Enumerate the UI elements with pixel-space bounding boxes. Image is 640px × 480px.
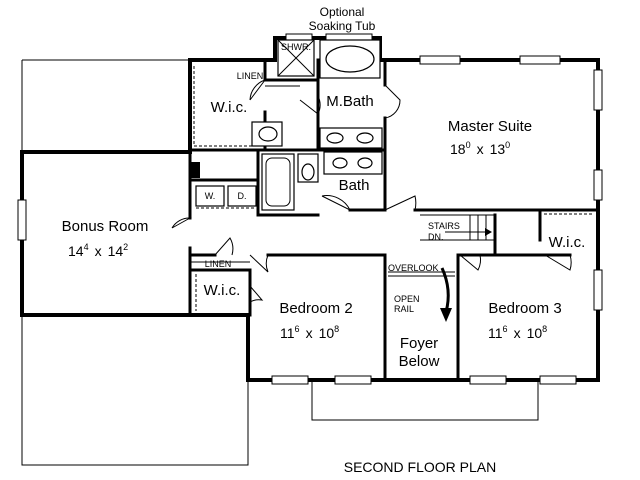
overlook-arrow-icon: [440, 267, 452, 322]
windows: [17, 33, 603, 385]
foyer-below-label: Below: [399, 353, 440, 370]
overlook-label: OVERLOOK: [388, 263, 439, 273]
open-rail-label: OPEN: [394, 294, 420, 304]
dryer-label: D.: [238, 191, 247, 201]
door-bonus-room: [171, 217, 192, 229]
wic-bed3-label: W.i.c.: [549, 234, 586, 251]
stairs-dn-label: DN.: [428, 232, 444, 242]
open-rail-label-2: RAIL: [394, 304, 414, 314]
master-suite-label: Master Suite: [448, 118, 532, 135]
door-wic-hall: [249, 285, 264, 303]
wic-master-label: W.i.c.: [211, 99, 248, 116]
door-wic-master: [249, 79, 267, 101]
door-bath: [321, 195, 352, 212]
bedroom3-label: Bedroom 3: [488, 300, 561, 317]
mbath-label: M.Bath: [326, 93, 374, 110]
door-bedroom2: [249, 254, 269, 273]
door-linen: [299, 95, 321, 115]
plan-title: SECOND FLOOR PLAN: [344, 459, 496, 475]
door-mbath: [384, 84, 401, 119]
bedroom2-label: Bedroom 2: [279, 300, 352, 317]
door-laundry: [214, 237, 234, 256]
chimney-block: [190, 162, 200, 178]
bath-label: Bath: [339, 177, 370, 194]
door-master-suite: [384, 195, 417, 211]
labels: Optional Soaking Tub SHWR. LINEN W.i.c. …: [62, 5, 586, 475]
callout-line2: Soaking Tub: [309, 19, 376, 33]
callout-line1: Optional: [320, 5, 365, 19]
linen-top-label: LINEN: [237, 71, 264, 81]
stairs-label: STAIRS: [428, 221, 460, 231]
stairs: [420, 214, 495, 241]
washer: [195, 185, 225, 207]
door-wic-bed3: [459, 254, 482, 271]
bath-tub: [261, 153, 295, 211]
linen-hall-label: LINEN: [205, 259, 232, 269]
shower-label: SHWR.: [281, 42, 311, 52]
wic-bed2-label: W.i.c.: [204, 282, 241, 299]
dryer: [227, 185, 257, 207]
bonus-room-label: Bonus Room: [62, 218, 149, 235]
washer-label: W.: [205, 191, 216, 201]
foyer-label: Foyer: [400, 335, 438, 352]
doors: [171, 79, 572, 303]
fixtures: [190, 39, 594, 322]
door-bedroom3: [544, 254, 572, 271]
